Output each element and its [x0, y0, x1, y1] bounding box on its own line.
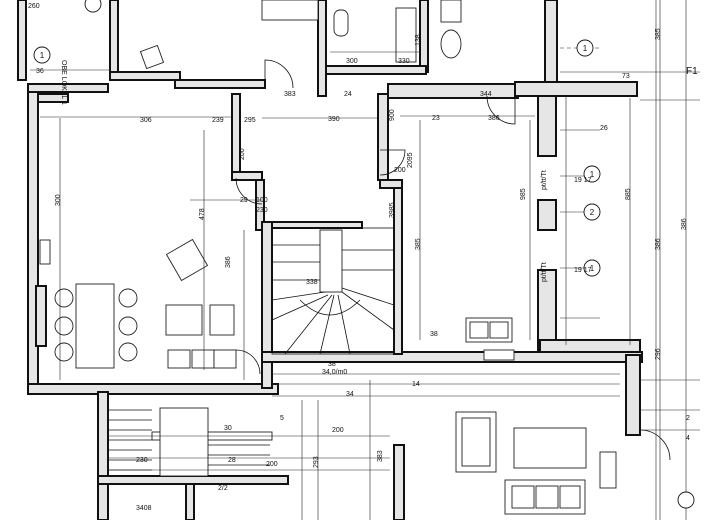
dim-label: 306: [140, 117, 152, 124]
dim-label: 200: [394, 167, 406, 174]
section-label: 2/2: [218, 485, 228, 492]
axis-label: 1: [590, 264, 595, 273]
dim-label: 293: [313, 456, 320, 468]
dim-label: 338: [306, 279, 318, 286]
axis-label: 1: [590, 170, 595, 179]
room-tag: pt/tt/Tt: [541, 262, 548, 282]
axis-label: 2: [590, 208, 595, 217]
staircase: [108, 227, 395, 471]
axis-label: 1: [40, 51, 45, 60]
dim-label: 24: [344, 91, 352, 98]
dim-label: 230: [136, 457, 148, 464]
side-label: OBE LOKAL 1: [60, 60, 67, 105]
dim-label: 383: [284, 91, 296, 98]
dim-label: 383: [377, 450, 384, 462]
dim-label: 73: [622, 73, 630, 80]
walls: [17, 0, 643, 520]
dim-label: 3985: [389, 202, 396, 218]
dim-label: 386: [655, 238, 662, 250]
dim-label: 19 17: [574, 177, 592, 184]
dim-label: 2095: [407, 152, 414, 168]
dim-label: 200: [266, 461, 278, 468]
dim-label: 38: [328, 361, 336, 368]
dim-label: 34: [346, 391, 354, 398]
dim-label: 885: [625, 188, 632, 200]
toilet-right: [440, 29, 462, 59]
door-label: 2: [686, 415, 690, 422]
dim-label: 28: [228, 457, 236, 464]
axis-circle: [33, 46, 51, 64]
dimension-lines: [30, 0, 700, 520]
dimension-labels: 300 330 138 260 36 306 239 295 383 24 39…: [28, 3, 690, 512]
dim-label: 985: [520, 188, 527, 200]
dim-label: 260: [28, 3, 40, 10]
dim-label: 29: [240, 197, 248, 204]
door-swings: [235, 59, 671, 461]
dim-label: 230: [256, 207, 268, 214]
dim-label: 296: [655, 348, 662, 360]
dining-table: [75, 283, 115, 369]
dim-label: 138: [415, 34, 422, 46]
furniture: [39, 0, 617, 515]
door-label: 4: [686, 435, 690, 442]
dim-label: 239: [212, 117, 224, 124]
dim-label: 386: [681, 218, 688, 230]
dim-label: 300: [346, 58, 358, 65]
dim-label: 200: [239, 148, 246, 160]
room-tag: pt/tt/Tt: [541, 170, 548, 190]
dim-label: 386: [488, 115, 500, 122]
dim-label: 478: [199, 208, 206, 220]
dim-label: 3408: [136, 505, 152, 512]
axis-markers: 1 1 1 2 1 F1: [33, 0, 698, 509]
dim-label: 30: [224, 425, 232, 432]
dim-label: 386: [225, 256, 232, 268]
stair-level: 34,0/m0: [322, 369, 347, 376]
dim-label: 26: [600, 125, 608, 132]
coffee-table: [513, 427, 587, 469]
dim-label: 390: [328, 116, 340, 123]
dim-label: 14: [412, 381, 420, 388]
dim-label: 300: [55, 194, 62, 206]
dim-label: 295: [244, 117, 256, 124]
dim-label: 36: [36, 68, 44, 75]
axis-label-f1: F1: [686, 66, 698, 77]
dim-label: 385: [415, 238, 422, 250]
armchair: [165, 238, 209, 282]
toilet-left: [333, 9, 349, 37]
dim-label: 900: [389, 109, 396, 121]
dim-label: 100: [256, 197, 268, 204]
dim-label: 200: [332, 427, 344, 434]
dim-label: 385: [655, 28, 662, 40]
dim-label: 330: [398, 58, 410, 65]
dim-label: 38: [430, 331, 438, 338]
dim-label: 344: [480, 91, 492, 98]
dim-label: 23: [432, 115, 440, 122]
dim-label: 19 17: [574, 267, 592, 274]
door-label: 5: [280, 415, 284, 422]
axis-label: 1: [583, 44, 588, 53]
